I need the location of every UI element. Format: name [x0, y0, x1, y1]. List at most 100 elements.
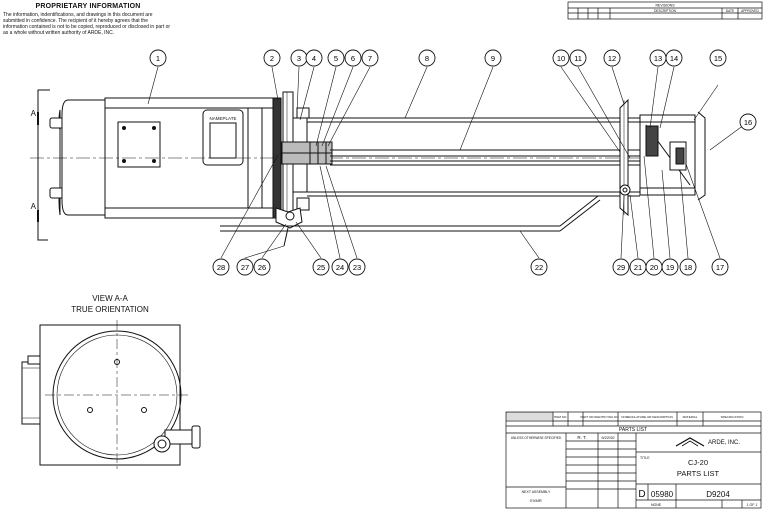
callout-number: 5 — [334, 54, 338, 63]
parts-list-header: PARTS LIST — [619, 427, 647, 433]
callout-balloon: 29 — [612, 258, 630, 276]
leader-lines — [147, 66, 749, 259]
parts-col-specification: SPECIFICATION — [721, 415, 744, 419]
callout-balloon: 25 — [312, 258, 330, 276]
company-name: ARDE, INC. — [708, 440, 740, 446]
callout-circle — [679, 258, 697, 276]
revisions-title: REVISIONS — [655, 4, 675, 8]
title-block — [505, 411, 762, 509]
callout-balloon: 26 — [253, 258, 271, 276]
callout-balloon: 28 — [212, 258, 230, 276]
callout-number: 24 — [336, 263, 344, 272]
callout-balloon: 5 — [327, 49, 345, 67]
callout-circle — [348, 258, 366, 276]
revisions-block: REVISIONS DESCRIPTION DATE APPROVED — [567, 1, 763, 20]
next-assembly-value: EXMR — [530, 498, 542, 503]
revisions-description: DESCRIPTION — [654, 9, 676, 13]
callout-balloon: 17 — [711, 258, 729, 276]
callout-circle — [253, 258, 271, 276]
callout-circle — [612, 258, 630, 276]
callout-circle — [709, 49, 727, 67]
callout-circle — [711, 258, 729, 276]
notice-body: The information, indentifications, and d… — [3, 12, 171, 36]
drawn-date: 9/22/92 — [601, 435, 615, 440]
title-line1: CJ-20 — [688, 458, 708, 467]
parts-col-part: PART OR IDENTIFYING NO. — [580, 415, 619, 419]
callout-balloon: 15 — [709, 49, 727, 67]
callout-number: 1 — [156, 54, 160, 63]
drawing-size: D — [638, 489, 645, 500]
drawing-number: D9204 — [706, 490, 730, 499]
callout-number: 18 — [684, 263, 692, 272]
callout-number: 19 — [666, 263, 674, 272]
view-title-line1: VIEW A-A — [92, 294, 128, 303]
callout-balloon: 7 — [361, 49, 379, 67]
callout-balloon: 12 — [603, 49, 621, 67]
callout-balloon: 16 — [739, 113, 757, 131]
callout-number: 13 — [654, 54, 662, 63]
title-label: TITLE — [640, 456, 650, 460]
callout-number: 14 — [670, 54, 678, 63]
callout-balloon: 6 — [344, 49, 362, 67]
drawing-code: 05980 — [651, 490, 674, 499]
callout-number: 28 — [217, 263, 225, 272]
callout-number: 4 — [312, 54, 316, 63]
title-block-text: ITEM NO. PART OR IDENTIFYING NO. NOMENCL… — [511, 415, 758, 507]
section-markers: A A — [31, 89, 50, 241]
drawing-sheet: 1 OF 1 — [747, 503, 758, 507]
callout-balloon: 22 — [530, 258, 548, 276]
callout-number: 15 — [714, 54, 722, 63]
callout-balloon: 23 — [348, 258, 366, 276]
callout-number: 23 — [353, 263, 361, 272]
notice-title: PROPRIETARY INFORMATION — [35, 3, 141, 10]
callout-number: 29 — [617, 263, 625, 272]
nameplate-label: NAMEPLATE — [210, 116, 237, 121]
callout-balloon: 13 — [649, 49, 667, 67]
callout-balloon: 1 — [149, 49, 167, 67]
callout-balloon: 21 — [629, 258, 647, 276]
end-view — [21, 320, 201, 470]
section-label-top: A — [31, 109, 37, 118]
callout-balloon: 9 — [484, 49, 502, 67]
callout-number: 25 — [317, 263, 325, 272]
lift-rod — [220, 195, 601, 232]
section-label-bottom: A — [31, 202, 37, 211]
callout-balloon: 3 — [290, 49, 308, 67]
proprietary-notice: PROPRIETARY INFORMATION The information,… — [3, 3, 173, 36]
callout-balloon: 24 — [331, 258, 349, 276]
next-assembly-label: NEXT ASSEMBLY — [522, 490, 551, 494]
callout-balloon: 27 — [236, 258, 254, 276]
drawing-scale: NONE — [651, 503, 662, 507]
callout-number: 22 — [535, 263, 543, 272]
callout-number: 10 — [557, 54, 565, 63]
callout-number: 16 — [744, 118, 752, 127]
callout-number: 27 — [241, 263, 249, 272]
callout-circle — [331, 258, 349, 276]
callout-balloon: 14 — [665, 49, 683, 67]
callout-number: 21 — [634, 263, 642, 272]
parts-col-nomenclature: NOMENCLATURE OR DESCRIPTION — [621, 415, 673, 419]
callout-circle — [418, 49, 436, 67]
callout-circle — [212, 258, 230, 276]
mounting-flange — [272, 91, 333, 225]
title-line2: PARTS LIST — [677, 469, 720, 478]
callout-circle — [603, 49, 621, 67]
callout-balloon: 19 — [661, 258, 679, 276]
callout-number: 3 — [297, 54, 301, 63]
parts-col-item: ITEM NO. — [554, 415, 567, 419]
callout-circle — [629, 258, 647, 276]
callout-circle — [569, 49, 587, 67]
callout-balloon: 8 — [418, 49, 436, 67]
callout-number: 17 — [716, 263, 724, 272]
callout-number: 2 — [270, 54, 274, 63]
callout-balloon: 18 — [679, 258, 697, 276]
callout-circle — [305, 49, 323, 67]
callout-number: 8 — [425, 54, 429, 63]
parts-col-material: MATERIAL — [683, 415, 698, 419]
drawn-initials: R. T. — [577, 435, 586, 440]
impeller-housing — [619, 98, 706, 217]
callout-circle — [739, 113, 757, 131]
callout-circle — [344, 49, 362, 67]
